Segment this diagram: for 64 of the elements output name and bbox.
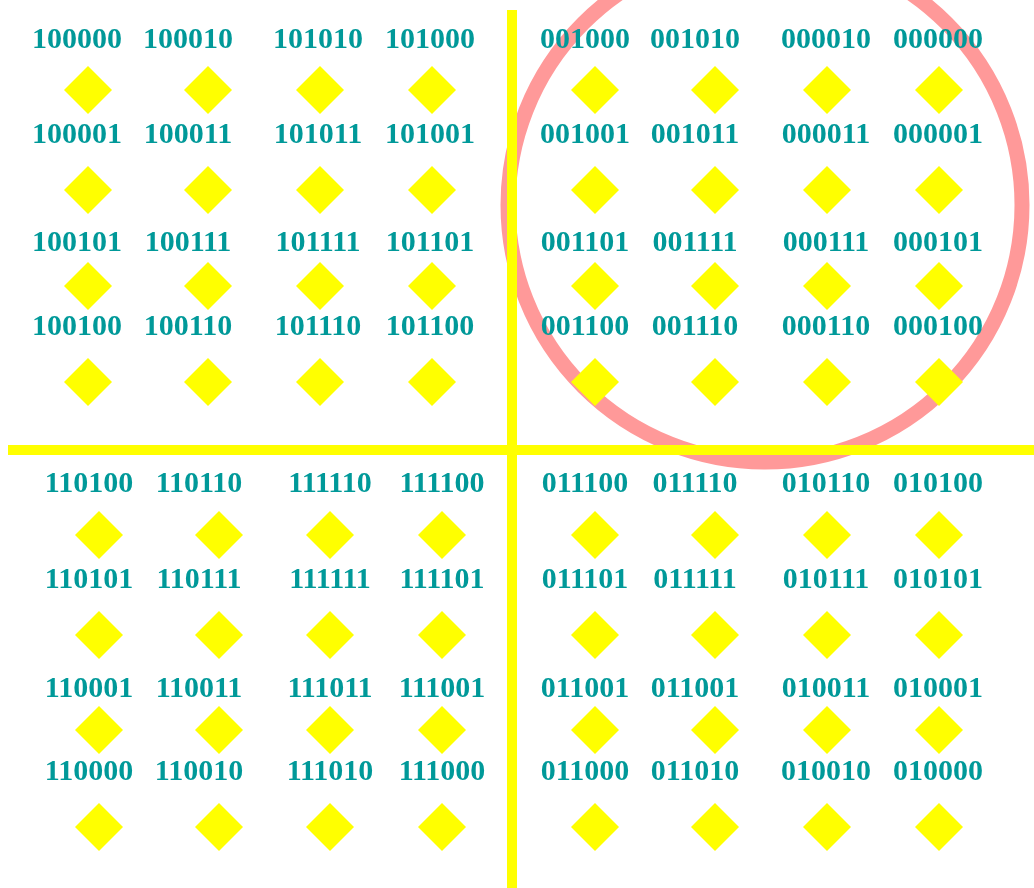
bit-label: 100010 xyxy=(143,22,233,54)
bit-label: 100111 xyxy=(144,225,232,257)
bit-label: 110000 xyxy=(44,754,134,786)
bit-label: 100101 xyxy=(32,225,122,257)
bit-label: 011111 xyxy=(653,562,737,594)
bit-label: 100000 xyxy=(32,22,122,54)
bit-label: 000011 xyxy=(781,117,871,149)
bit-label: 001111 xyxy=(652,225,738,257)
bit-label: 001010 xyxy=(650,22,740,54)
bit-label: 110100 xyxy=(44,466,134,498)
bit-label: 111100 xyxy=(399,466,485,498)
bit-label: 110101 xyxy=(44,562,134,594)
bit-label: 110001 xyxy=(44,671,134,703)
bit-label: 011001 xyxy=(540,671,630,703)
bit-label: 101001 xyxy=(385,117,475,149)
bit-label: 000111 xyxy=(782,225,870,257)
bit-label: 010000 xyxy=(893,754,983,786)
bit-label: 000001 xyxy=(893,117,983,149)
bit-label: 010001 xyxy=(893,671,983,703)
bit-label: 101100 xyxy=(385,309,475,341)
bit-label: 111011 xyxy=(287,671,373,703)
bit-label: 000100 xyxy=(893,309,983,341)
bit-label: 010010 xyxy=(781,754,871,786)
bit-label: 000101 xyxy=(893,225,983,257)
bit-label: 001011 xyxy=(650,117,740,149)
bit-label: 111111 xyxy=(289,562,371,594)
bit-label: 011100 xyxy=(541,466,629,498)
bit-label: 011000 xyxy=(540,754,630,786)
bit-label: 101011 xyxy=(273,117,363,149)
bit-label: 000010 xyxy=(781,22,871,54)
bit-label: 101000 xyxy=(385,22,475,54)
bit-label: 011010 xyxy=(650,754,740,786)
bit-label: 010111 xyxy=(782,562,870,594)
bit-label: 011001 xyxy=(650,671,740,703)
bit-label: 110110 xyxy=(155,466,243,498)
bit-label: 010011 xyxy=(781,671,871,703)
bit-label: 110111 xyxy=(156,562,242,594)
bit-label: 111110 xyxy=(288,466,372,498)
bit-label: 111001 xyxy=(398,671,486,703)
bit-label: 001101 xyxy=(540,225,630,257)
bit-label: 101101 xyxy=(385,225,475,257)
bit-label: 011101 xyxy=(541,562,629,594)
bit-label: 100110 xyxy=(143,309,233,341)
bit-label: 100100 xyxy=(32,309,122,341)
bit-label: 100001 xyxy=(32,117,122,149)
bit-label: 101111 xyxy=(275,225,361,257)
bit-label: 001001 xyxy=(540,117,630,149)
bit-label: 100011 xyxy=(143,117,233,149)
bit-label: 111010 xyxy=(286,754,374,786)
bit-label: 111000 xyxy=(398,754,486,786)
bit-label: 110010 xyxy=(154,754,244,786)
bit-label: 110011 xyxy=(155,671,243,703)
bit-label: 101110 xyxy=(274,309,362,341)
bit-label: 001000 xyxy=(540,22,630,54)
bit-label: 101010 xyxy=(273,22,363,54)
bit-label: 011110 xyxy=(652,466,738,498)
bit-label: 111101 xyxy=(399,562,485,594)
bit-label: 010110 xyxy=(781,466,871,498)
bit-label: 001100 xyxy=(540,309,630,341)
bit-label: 001110 xyxy=(651,309,739,341)
bit-label: 000110 xyxy=(781,309,871,341)
bit-label: 010100 xyxy=(893,466,983,498)
bit-label: 010101 xyxy=(893,562,983,594)
bit-label: 000000 xyxy=(893,22,983,54)
